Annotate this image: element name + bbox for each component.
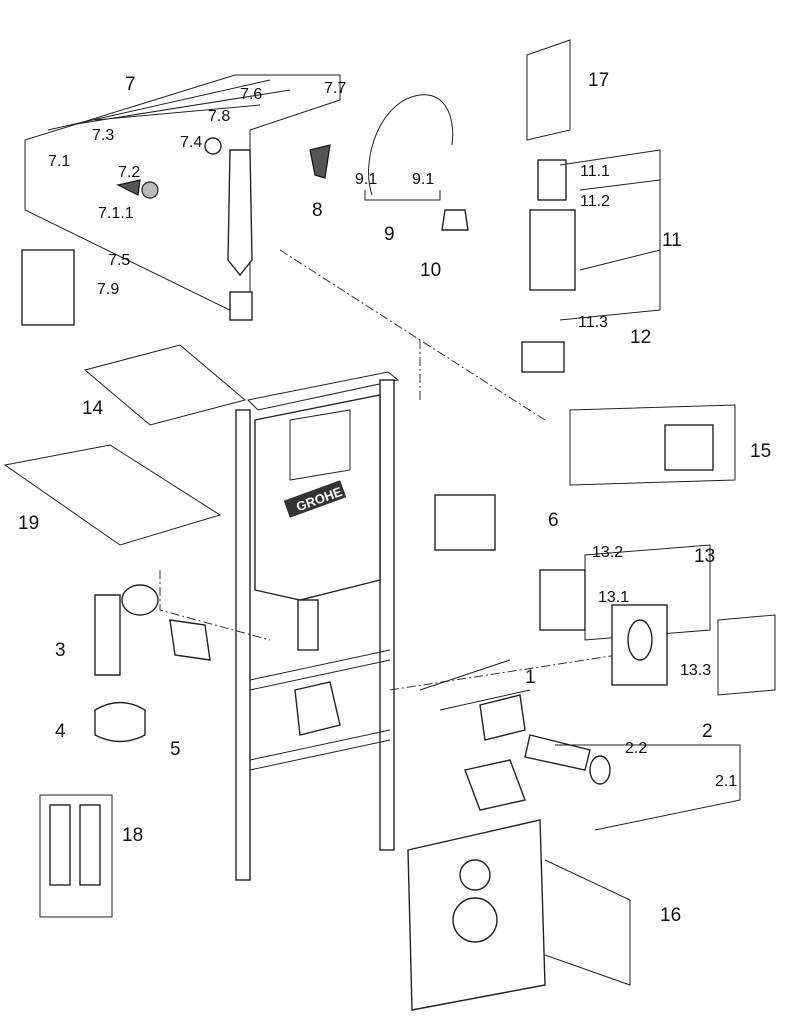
cap-4 bbox=[94, 701, 146, 743]
callout-7-1-1: 7.1.1 bbox=[98, 205, 134, 222]
flush-valve-top bbox=[537, 159, 567, 201]
callout-7-1: 7.1 bbox=[48, 153, 70, 170]
callout-5: 5 bbox=[170, 739, 181, 760]
inspection-cover bbox=[434, 494, 496, 551]
fill-valve bbox=[227, 149, 253, 277]
callout-19: 19 bbox=[18, 513, 39, 534]
fill-valve-group bbox=[21, 74, 341, 326]
accessory-box-15 bbox=[569, 404, 736, 486]
callout-11-3: 11.3 bbox=[578, 314, 608, 331]
callout-11-2: 11.2 bbox=[580, 193, 610, 210]
callout-9-1-left: 9.1 bbox=[355, 171, 377, 188]
seal-kit-bag bbox=[21, 249, 75, 326]
pan-connector bbox=[464, 759, 526, 811]
washer bbox=[204, 137, 222, 155]
callout-3: 3 bbox=[55, 640, 66, 661]
callout-7-8: 7.8 bbox=[208, 108, 230, 125]
callout-2-2: 2.2 bbox=[625, 740, 647, 757]
callout-2-1: 2.1 bbox=[715, 773, 737, 790]
outlet-seal bbox=[521, 341, 565, 373]
isolation-valve bbox=[441, 209, 469, 231]
callout-13-3: 13.3 bbox=[680, 662, 711, 679]
callout-13-2: 13.2 bbox=[592, 544, 623, 561]
callout-2: 2 bbox=[702, 721, 713, 742]
bracket-8 bbox=[309, 144, 331, 179]
callout-13: 13 bbox=[694, 546, 715, 567]
callout-7-5: 7.5 bbox=[108, 252, 130, 269]
mounting-frame-13 bbox=[539, 569, 586, 631]
callout-7-3: 7.3 bbox=[92, 127, 114, 144]
grohe-logo bbox=[283, 480, 347, 518]
connector-pipe bbox=[169, 619, 211, 661]
drain-bracket bbox=[294, 681, 341, 736]
callout-7-4: 7.4 bbox=[180, 134, 202, 151]
callout-7-7: 7.7 bbox=[324, 80, 346, 97]
callout-7-9: 7.9 bbox=[97, 281, 119, 298]
frame-15 bbox=[664, 424, 714, 471]
float-part bbox=[141, 181, 159, 199]
callout-17: 17 bbox=[588, 70, 609, 91]
callout-6: 6 bbox=[548, 510, 559, 531]
callout-7-6: 7.6 bbox=[240, 86, 262, 103]
installation-frame: GROHE bbox=[235, 371, 400, 881]
callout-12: 12 bbox=[630, 327, 651, 348]
callout-8: 8 bbox=[312, 200, 323, 221]
callout-9: 9 bbox=[384, 224, 395, 245]
elbow-pipe bbox=[94, 594, 121, 676]
callout-9-1-right: 9.1 bbox=[412, 171, 434, 188]
float-arm bbox=[116, 179, 141, 196]
callout-16: 16 bbox=[660, 905, 681, 926]
callout-13-1: 13.1 bbox=[598, 589, 629, 606]
flush-valve-body bbox=[529, 209, 576, 291]
callout-18: 18 bbox=[122, 825, 143, 846]
callout-7: 7 bbox=[125, 74, 136, 95]
fixing-kit-19-box bbox=[3, 444, 222, 546]
callout-labels: 7 7.6 7.7 7.8 7.3 7.4 7.1 7.2 7.1.1 7.5 … bbox=[18, 70, 771, 926]
flush-pipe bbox=[524, 734, 591, 771]
callout-10: 10 bbox=[420, 260, 441, 281]
callout-14: 14 bbox=[82, 398, 104, 419]
callout-7-2: 7.2 bbox=[118, 164, 140, 181]
callout-11-1: 11.1 bbox=[580, 163, 610, 180]
flexible-hose bbox=[368, 94, 454, 196]
callout-15: 15 bbox=[750, 441, 771, 462]
fixing-kit-14-box bbox=[83, 344, 247, 426]
callout-1: 1 bbox=[525, 667, 536, 688]
callout-4: 4 bbox=[55, 721, 66, 742]
valve-sleeve bbox=[229, 291, 253, 321]
callout-11: 11 bbox=[662, 230, 682, 251]
bracket-set-18 bbox=[39, 794, 113, 918]
